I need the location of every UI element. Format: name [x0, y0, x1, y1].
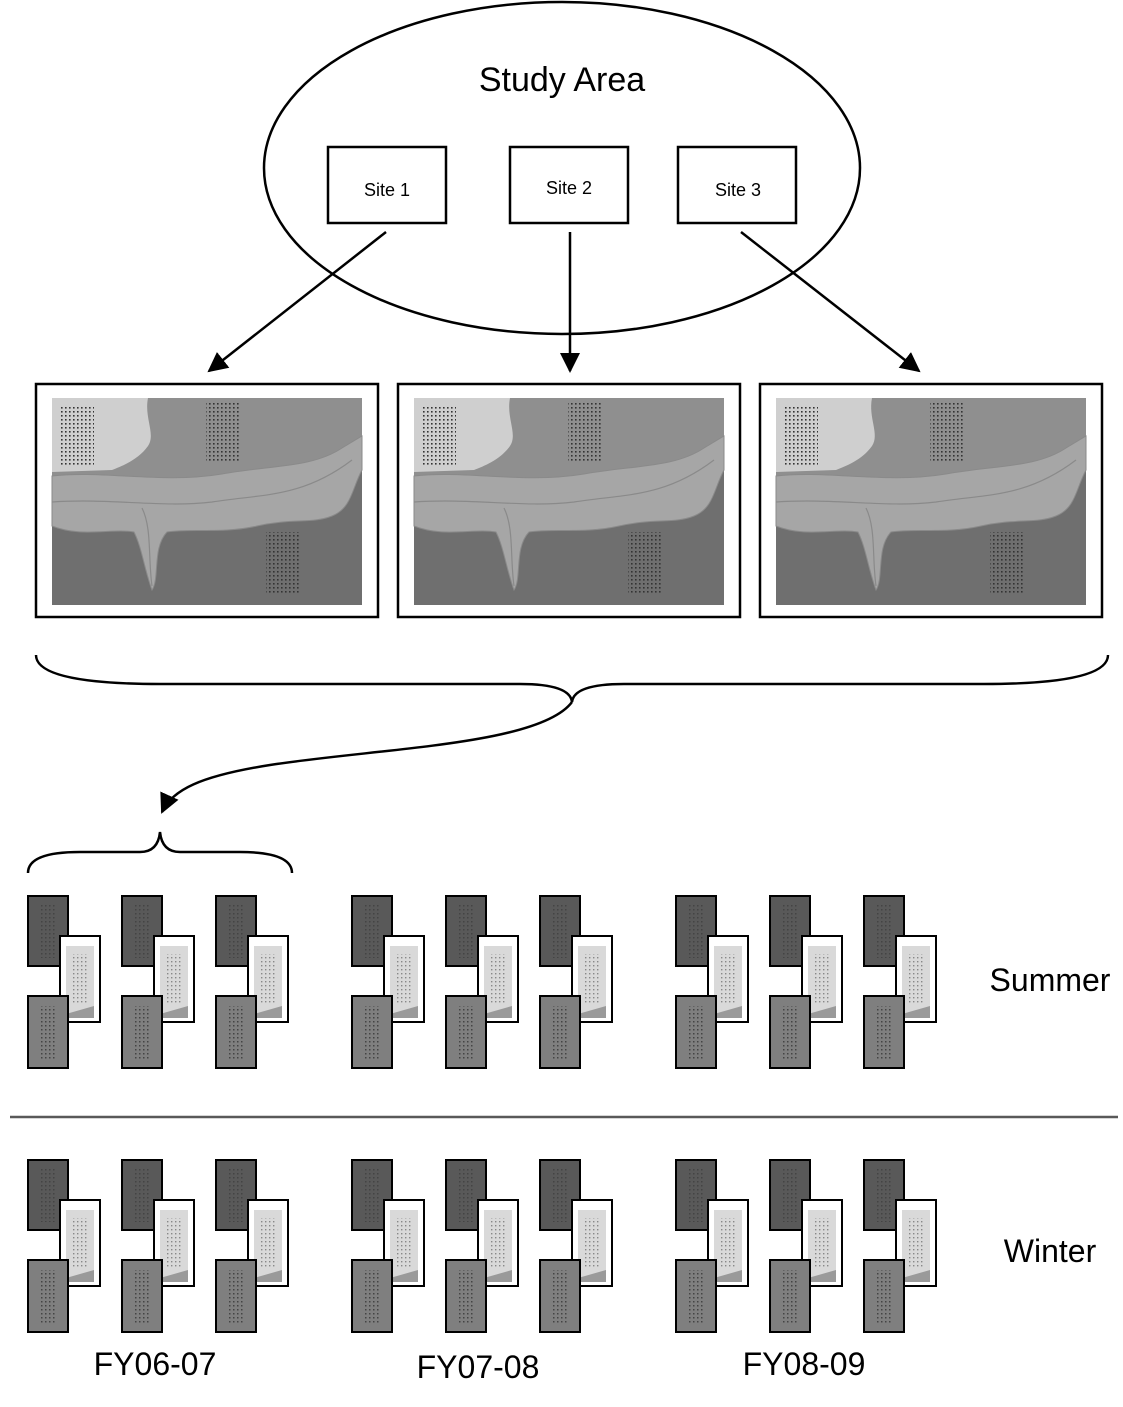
study-area-ellipse	[262, 0, 862, 336]
site-maps	[34, 382, 1104, 619]
sample-card-cluster-5	[445, 895, 519, 1069]
sample-card-cluster-18	[863, 1159, 937, 1333]
season-label-summer: Summer	[990, 962, 1111, 998]
site-map-1	[34, 382, 380, 619]
fy-label-3: FY08-09	[743, 1346, 866, 1382]
sample-card-cluster-16	[675, 1159, 749, 1333]
season-label-winter: Winter	[1004, 1233, 1097, 1269]
sample-card-cluster-2	[121, 895, 195, 1069]
site-1-label: Site 1	[364, 180, 410, 200]
sample-card-cluster-6	[539, 895, 613, 1069]
sample-cards	[27, 895, 937, 1333]
replicate-brace	[26, 831, 294, 874]
site-2-box	[508, 145, 630, 225]
sample-card-cluster-11	[121, 1159, 195, 1333]
site-1-arrow	[207, 231, 387, 373]
site-3-label: Site 3	[715, 180, 761, 200]
sample-card-cluster-12	[215, 1159, 289, 1333]
site-3-arrow	[740, 231, 921, 373]
sample-card-cluster-14	[445, 1159, 519, 1333]
sample-card-cluster-10	[27, 1159, 101, 1333]
sample-card-cluster-3	[215, 895, 289, 1069]
site-3-box	[676, 145, 798, 225]
sample-card-cluster-15	[539, 1159, 613, 1333]
site-map-2	[396, 382, 742, 619]
brace-connector-arrow	[160, 701, 574, 814]
sample-card-cluster-7	[675, 895, 749, 1069]
sample-card-cluster-13	[351, 1159, 425, 1333]
fy-label-2: FY07-08	[417, 1349, 540, 1385]
fy-label-1: FY06-07	[94, 1346, 217, 1382]
sample-card-cluster-17	[769, 1159, 843, 1333]
maps-brace	[34, 654, 1110, 703]
site-1-box	[326, 145, 448, 225]
site-2-label: Site 2	[546, 178, 592, 198]
sample-card-cluster-1	[27, 895, 101, 1069]
sample-card-cluster-4	[351, 895, 425, 1069]
study-area-title: Study Area	[479, 61, 645, 99]
site-map-3	[758, 382, 1104, 619]
sample-card-cluster-8	[769, 895, 843, 1069]
sample-card-cluster-9	[863, 895, 937, 1069]
